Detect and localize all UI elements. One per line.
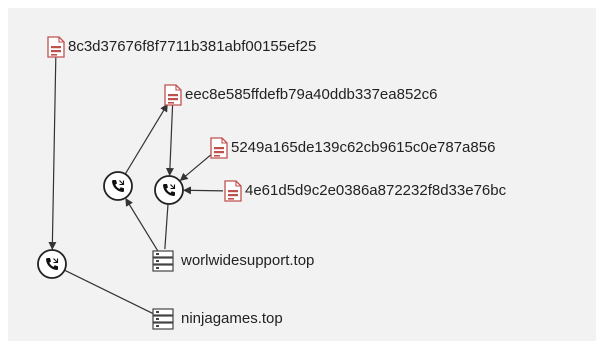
node-call2[interactable] (154, 175, 184, 205)
file-icon (47, 36, 65, 58)
server-icon (152, 250, 174, 272)
edge-domain1-call2 (164, 203, 169, 250)
node-label-domain1: worlwidesupport.top (181, 252, 315, 269)
phone-icon (112, 180, 125, 192)
graph-panel (8, 8, 596, 341)
node-label-file4: 4e61d5d9c2e0386a872232f8d33e76bc (245, 182, 507, 199)
node-label-file3: 5249a165de139c62cb9615c0e787a856 (231, 139, 496, 156)
edge-domain1-call1 (125, 197, 159, 252)
edge-file3-call2 (179, 153, 212, 181)
node-file2[interactable] (164, 84, 182, 106)
edge-call3-domain2 (64, 269, 154, 315)
node-file1[interactable] (47, 36, 65, 58)
file-icon (164, 84, 182, 106)
node-label-file1: 8c3d37676f8f7711b381abf00155ef25 (68, 38, 317, 55)
node-domain1[interactable] (152, 250, 174, 272)
node-label-domain2: ninjagames.top (181, 310, 283, 327)
phone-icon (163, 184, 176, 196)
node-file4[interactable] (224, 180, 242, 202)
edge-file1-call3 (48, 56, 57, 251)
phone-icon (46, 258, 59, 270)
node-call1[interactable] (103, 171, 133, 201)
edge-call1-file2 (124, 103, 168, 175)
node-domain2[interactable] (152, 308, 174, 330)
file-icon (224, 180, 242, 202)
edge-file2-call2 (165, 104, 174, 177)
server-icon (152, 308, 174, 330)
node-label-file2: eec8e585ffdefb79a40ddb337ea852c6 (185, 86, 438, 103)
edge-file4-call2 (182, 186, 224, 195)
node-call3[interactable] (37, 249, 67, 279)
node-file3[interactable] (210, 137, 228, 159)
file-icon (210, 137, 228, 159)
